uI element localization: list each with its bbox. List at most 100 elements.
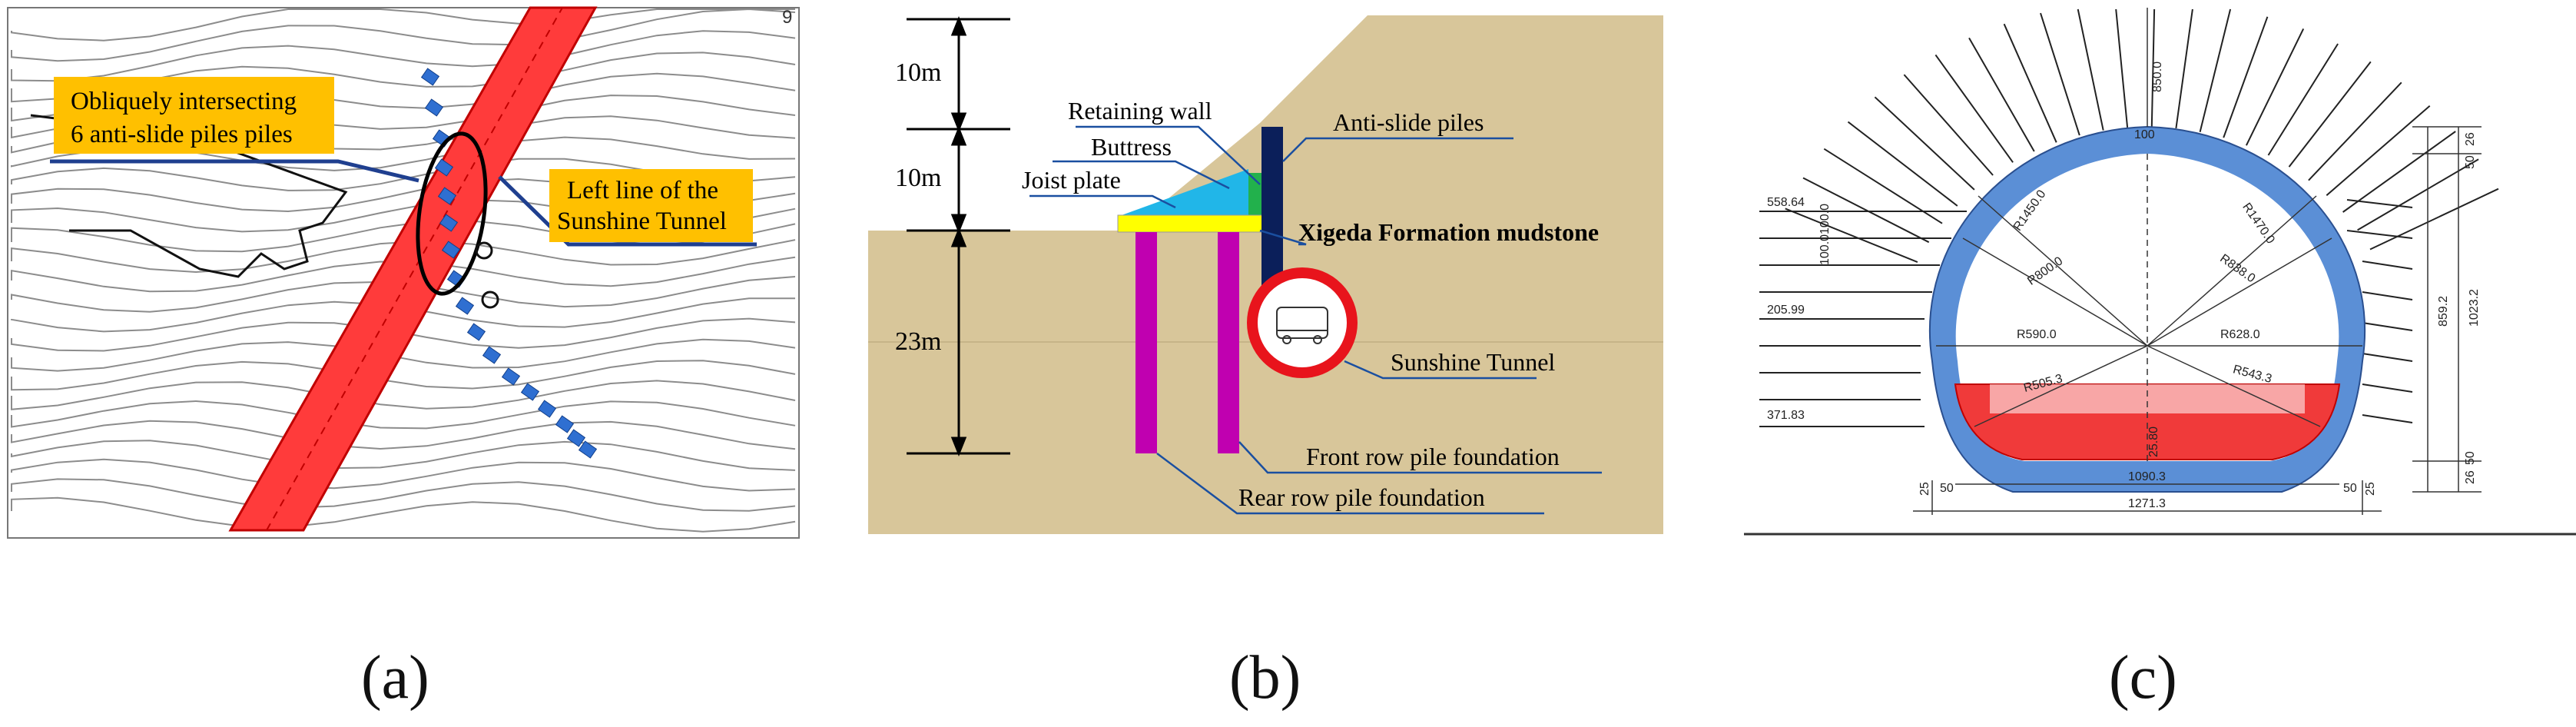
rock-bolt xyxy=(2346,199,2413,208)
anti-slide-pile-marker xyxy=(420,68,440,86)
label-joist-plate: Joist plate xyxy=(1022,166,1121,194)
invert-dim: 25.80 xyxy=(2147,427,2160,457)
contour-line xyxy=(11,496,796,533)
contour-line xyxy=(11,380,796,410)
rock-bolt xyxy=(2308,81,2402,181)
anti-slide-pile-marker xyxy=(441,241,461,259)
buttress xyxy=(1122,169,1248,215)
panel-a-map: Obliquely intersecting 6 anti-slide pile… xyxy=(7,6,800,539)
front-row-pile xyxy=(1218,232,1239,453)
rock-bolt xyxy=(1802,177,1930,244)
bottom-dim-1090: 1090.3 xyxy=(2128,470,2166,483)
tunnel-band xyxy=(228,6,598,532)
tunnel-vehicle-icon xyxy=(1276,307,1328,344)
right-dim-50a: 50 xyxy=(2464,155,2477,169)
dimension-arrows xyxy=(907,15,1010,457)
contour-line xyxy=(11,256,796,293)
side-bolts xyxy=(1759,211,1967,427)
label-anti-slide-piles: Anti-slide piles xyxy=(1333,108,1484,136)
anti-slide-pile-marker xyxy=(566,429,586,447)
borehole-marker xyxy=(481,290,499,309)
anti-slide-piles-plan xyxy=(420,68,598,459)
dim-bottom: 23m xyxy=(895,327,941,356)
rock-bolt xyxy=(2362,383,2413,393)
rock-bolt xyxy=(2223,16,2269,138)
leader-line-tunnel xyxy=(498,175,757,247)
anti-slide-pile-marker xyxy=(520,383,540,401)
rock-bolt xyxy=(2199,8,2232,132)
rock-bolt xyxy=(2040,12,2080,136)
caption-c: (c) xyxy=(2109,644,2177,712)
rock-bolt xyxy=(2077,8,2104,131)
rock-bolt xyxy=(2246,28,2305,146)
bottom-dim-25b: 25 xyxy=(2364,482,2377,496)
callout-tunnel-line1: Left line of the xyxy=(567,177,718,204)
callout-oblique-line1: Obliquely intersecting xyxy=(71,88,297,115)
invert-fill-slab xyxy=(1990,384,2305,413)
callout-oblique-box xyxy=(54,77,334,154)
bottom-dim-1271: 1271.3 xyxy=(2128,497,2166,510)
rock-bolt xyxy=(1847,121,1958,207)
rock-bolt xyxy=(2115,8,2129,128)
intersection-ellipse xyxy=(416,131,488,296)
contour-line xyxy=(11,8,796,62)
anti-slide-pile-marker xyxy=(439,214,459,232)
rock-bolt xyxy=(1934,54,2014,163)
right-dim-859: 859.2 xyxy=(2437,296,2450,327)
anti-slide-pile-marker xyxy=(466,323,486,341)
anti-slide-pile-marker xyxy=(434,158,454,177)
left-dim-371: 371.83 xyxy=(1767,409,1805,422)
rock-bolt xyxy=(1823,148,1943,224)
right-dim-26a: 26 xyxy=(2464,132,2477,146)
anti-slide-pile-marker xyxy=(482,346,502,364)
joist-plate xyxy=(1117,214,1268,233)
map-corner-mark: 9 xyxy=(782,7,792,28)
dimension-lines xyxy=(1744,126,2576,536)
rock-bolt xyxy=(2003,23,2057,143)
tunnel-ring xyxy=(1247,267,1358,378)
callout-tunnel-box xyxy=(549,169,753,242)
rock-bolt xyxy=(2346,230,2413,239)
anti-slide-pile xyxy=(1261,127,1283,300)
rock-bolt xyxy=(1874,96,1975,191)
rock-bolt xyxy=(2150,8,2156,128)
rock-bolt xyxy=(2288,61,2372,168)
anti-slide-pile-marker xyxy=(537,400,557,418)
callout-oblique-line2: 6 anti-slide piles piles xyxy=(71,121,293,148)
label-front-row-foundation: Front row pile foundation xyxy=(1306,443,1560,470)
contour-line xyxy=(11,400,796,430)
anti-slide-pile-marker xyxy=(555,415,575,433)
left-dim-205: 205.99 xyxy=(1767,304,1805,317)
radius-r590: R590.0 xyxy=(2017,328,2057,341)
right-dim-50b: 50 xyxy=(2464,451,2477,465)
left-dim-558: 558.64 xyxy=(1767,196,1805,209)
left-dim-100b: 100.0 xyxy=(1818,234,1832,265)
caption-b: (b) xyxy=(1229,644,1301,712)
rock-bolt xyxy=(2362,414,2413,423)
rock-bolt xyxy=(2357,158,2479,231)
contour-line xyxy=(11,30,796,82)
rock-bolt xyxy=(2362,322,2413,331)
construction-lines xyxy=(1936,8,2362,461)
rock-bolt xyxy=(1968,37,2035,152)
dim-top-850: 850.0 xyxy=(2151,61,2164,92)
panel-c-tunnel-profile: 850.0 100 R1450.0 R1470.0 R800.0 R838.0 … xyxy=(1744,8,2576,536)
contour-line xyxy=(11,239,796,274)
rock-bolt xyxy=(2362,353,2413,362)
rock-bolt xyxy=(2175,8,2193,129)
contour-line xyxy=(11,458,796,492)
rock-bolt xyxy=(2342,131,2456,213)
bottom-dim-25a: 25 xyxy=(1918,482,1931,496)
label-buttress: Buttress xyxy=(1091,133,1172,161)
label-rear-row-foundation: Rear row pile foundation xyxy=(1238,483,1485,511)
bottom-dim-50b: 50 xyxy=(2343,482,2357,495)
anti-slide-pile-marker xyxy=(455,297,475,315)
dim-100: 100 xyxy=(2134,128,2155,141)
contour-line xyxy=(11,420,796,450)
contour-line xyxy=(11,478,796,512)
retaining-wall xyxy=(1248,173,1261,219)
panel-b-section: 10m 10m 23m Retaining wall But xyxy=(868,15,1663,534)
label-retaining-wall: Retaining wall xyxy=(1068,97,1212,124)
anti-slide-pile-marker xyxy=(501,367,521,386)
rock-bolt xyxy=(2362,261,2413,270)
